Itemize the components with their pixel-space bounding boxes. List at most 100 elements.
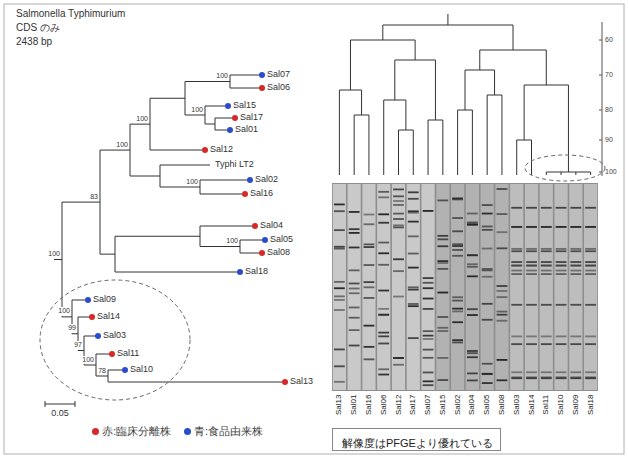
gel-band — [423, 357, 434, 359]
tree-branch — [185, 81, 230, 82]
bootstrap-value: 100 — [225, 237, 239, 245]
lane-label: Sal17 — [409, 395, 419, 415]
gel-band — [467, 223, 478, 225]
legend-entry: 青:食品由来株 — [184, 424, 263, 439]
gel-band — [378, 332, 389, 334]
gel-band — [570, 248, 581, 250]
gel-band — [437, 245, 448, 247]
axis-tick — [599, 40, 602, 41]
gel-band — [570, 226, 581, 228]
gel-band — [364, 297, 375, 299]
gel-band — [467, 266, 478, 268]
lane-label: Sal05 — [483, 395, 493, 415]
gel-band — [452, 249, 463, 251]
gel-band — [408, 198, 419, 200]
gel-band — [378, 242, 389, 244]
gel-band — [570, 207, 581, 209]
bootstrap-value: 100 — [215, 72, 229, 80]
gel-band — [585, 264, 596, 266]
gel-band — [408, 303, 419, 305]
tree-branch — [130, 124, 131, 176]
gel-band — [526, 265, 537, 267]
isolate-dot — [247, 177, 253, 183]
gel-band — [452, 230, 463, 232]
gel-band — [526, 226, 537, 228]
gel-band — [349, 247, 360, 249]
gel-band — [585, 226, 596, 228]
gel-band — [541, 207, 552, 209]
dendrogram-branch — [428, 120, 429, 175]
gel-band — [467, 222, 478, 224]
gel-band — [378, 191, 389, 193]
gel-band — [585, 261, 596, 263]
gel-band — [570, 371, 581, 373]
gel-band — [570, 265, 581, 267]
tree-branch — [205, 106, 206, 124]
dendrogram-branch — [442, 120, 443, 175]
dendrogram-branch — [575, 172, 576, 175]
isolate-dot — [262, 237, 268, 243]
gel-band — [497, 379, 508, 381]
slide-frame — [4, 4, 624, 454]
gel-band — [570, 335, 581, 337]
gel-band — [511, 371, 522, 373]
gel-lane — [569, 184, 582, 390]
gel-band — [452, 296, 463, 298]
gel-lane — [525, 184, 538, 390]
gel-band — [364, 243, 375, 245]
axis-tick — [599, 140, 602, 141]
leaf-label: Sal06 — [267, 82, 290, 93]
gel-band — [511, 248, 522, 250]
tree-branch — [200, 246, 240, 247]
bootstrap-value: 99 — [67, 324, 77, 332]
tree-branch — [100, 150, 130, 151]
dendrogram-branch — [413, 130, 414, 175]
dendrogram-branch — [447, 14, 448, 25]
gel-lane — [407, 184, 420, 390]
gel-band — [585, 335, 596, 337]
gel-band — [497, 285, 508, 287]
gel-band — [467, 308, 478, 310]
dendrogram-branch — [494, 70, 495, 95]
tree-branch — [150, 98, 151, 150]
gel-band — [423, 282, 434, 284]
axis-value: 90 — [605, 136, 613, 144]
gel-band — [556, 264, 567, 266]
gel-band — [423, 308, 434, 310]
gel-band — [467, 213, 478, 215]
isolate-dot — [237, 269, 243, 275]
gel-band — [482, 276, 493, 278]
gel-band — [511, 335, 522, 337]
gel-band — [393, 213, 404, 215]
gel-band — [378, 196, 389, 198]
gel-band — [452, 308, 463, 310]
gel-band — [585, 250, 596, 252]
gel-band — [423, 338, 434, 340]
gel-lane — [451, 184, 464, 390]
tree-branch — [100, 254, 115, 255]
gel-band — [364, 346, 375, 348]
isolate-dot — [202, 147, 208, 153]
gel-band — [541, 261, 552, 263]
gel-band — [511, 226, 522, 228]
gel-band — [585, 265, 596, 267]
gel-band — [467, 314, 478, 316]
gel-band — [364, 325, 375, 327]
tree-branch — [185, 82, 186, 116]
tree-branch — [200, 226, 201, 247]
dendrogram-branch — [546, 50, 547, 85]
tree-branch — [205, 106, 228, 107]
gel-band — [452, 198, 463, 200]
gel-band — [408, 286, 419, 288]
gel-band — [423, 349, 434, 351]
gel-band — [511, 250, 522, 252]
gel-band — [437, 262, 448, 264]
gel-band — [467, 275, 478, 277]
dendrogram-branch — [354, 115, 355, 175]
axis-value: 100 — [605, 168, 617, 176]
gel-band — [364, 264, 375, 266]
gel-band — [556, 270, 567, 272]
gel-band — [497, 314, 508, 316]
gel-band — [364, 358, 375, 360]
